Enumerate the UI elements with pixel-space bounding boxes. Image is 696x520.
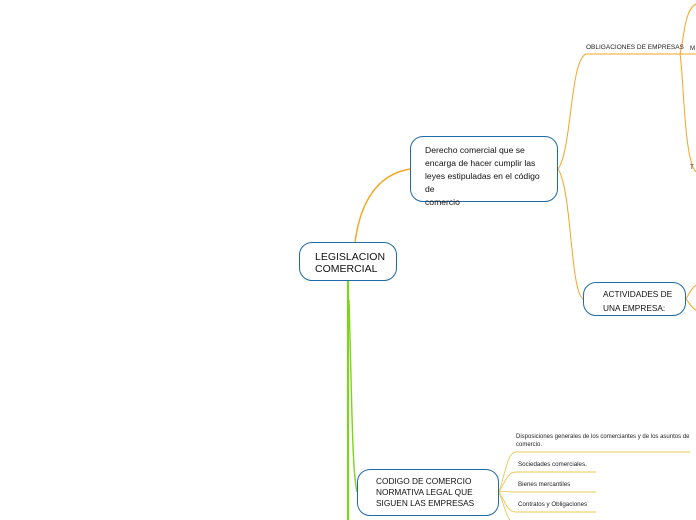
derecho-line-4: comercio xyxy=(425,197,460,207)
connector-actividades-out xyxy=(685,284,696,300)
connector-root-codigo-branch xyxy=(348,299,358,493)
node-actividades-de-una-empresa[interactable]: ACTIVIDADES DE UNA EMPRESA: xyxy=(583,282,686,316)
connector-derecho-actividades xyxy=(557,168,584,300)
codigo-line-1: CODIGO DE COMERCIO xyxy=(376,476,472,486)
label-contratos-y-obligaciones[interactable]: Contratos y Obligaciones xyxy=(518,501,588,508)
connector-derecho-obligaciones xyxy=(557,53,680,170)
root-node-legislacion-comercial[interactable]: LEGISLACION COMERCIAL xyxy=(299,242,397,281)
connector-codigo-disposiciones xyxy=(498,451,690,493)
root-node-line-2: COMERCIAL xyxy=(315,263,378,275)
connector-root-derecho xyxy=(354,168,411,243)
label-sociedades-comerciales[interactable]: Sociedades comerciales. xyxy=(518,461,587,468)
node-derecho-comercial[interactable]: Derecho comercial que se encarga de hace… xyxy=(410,136,558,207)
derecho-line-1: Derecho comercial que se xyxy=(425,145,525,155)
connector-codigo-contratos xyxy=(498,491,596,513)
codigo-line-2: NORMATIVA LEGAL QUE xyxy=(376,487,473,497)
derecho-line-2: encarga de hacer cumplir las xyxy=(425,158,536,168)
connector-obligaciones-t xyxy=(679,53,696,173)
node-codigo-de-comercio[interactable]: CODIGO DE COMERCIO NORMATIVA LEGAL QUE S… xyxy=(357,469,499,516)
actividades-line-2: UNA EMPRESA: xyxy=(603,303,666,313)
codigo-line-3: SIGUEN LAS EMPRESAS xyxy=(376,498,475,508)
actividades-line-1: ACTIVIDADES DE xyxy=(603,289,673,299)
label-obligaciones-de-empresas[interactable]: OBLIGACIONES DE EMPRESAS xyxy=(586,44,684,51)
connector-actividades-out2 xyxy=(685,298,696,311)
derecho-line-3: leyes estipuladas en el código de xyxy=(425,171,540,194)
label-cut-m[interactable]: M xyxy=(690,45,696,52)
connector-codigo-sociedades xyxy=(498,471,596,493)
connector-obligaciones-m xyxy=(679,3,696,55)
label-disposiciones-generales[interactable]: Disposiciones generales de los comercian… xyxy=(516,434,690,448)
label-cut-t[interactable]: T xyxy=(690,164,694,171)
connector-codigo-more xyxy=(498,491,511,520)
root-node-line-1: LEGISLACION xyxy=(315,251,386,263)
label-bienes-mercantiles[interactable]: Bienes mercantiles xyxy=(518,481,571,488)
